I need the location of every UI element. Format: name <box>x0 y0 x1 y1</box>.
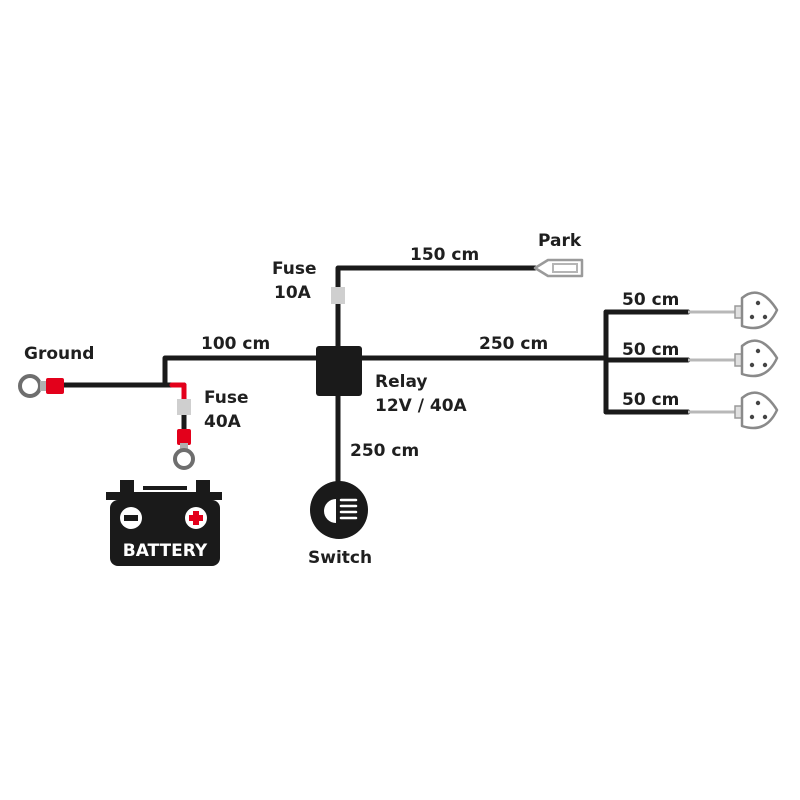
light-connector-3 <box>734 391 779 430</box>
relay-label-line1: Relay <box>375 372 427 392</box>
fuse-10a-label-line2: 10A <box>274 283 312 303</box>
length-150cm-label: 150 cm <box>410 245 479 265</box>
park-connector <box>533 258 584 278</box>
fuse-10a-label-line1: Fuse <box>272 259 317 279</box>
positive-wire-red <box>169 382 187 401</box>
park-label: Park <box>538 231 582 251</box>
switch-icon <box>310 481 368 539</box>
fuse-40a-label-line1: Fuse <box>204 388 249 408</box>
length-250cm-main-label: 250 cm <box>479 334 548 354</box>
fuse-40a <box>173 399 195 470</box>
park-wire-150cm <box>335 265 538 293</box>
labels: Ground Fuse 40A Fuse 10A 100 cm 150 cm 2… <box>24 231 679 568</box>
ground-ring-terminal <box>18 374 64 398</box>
ground-label: Ground <box>24 344 94 364</box>
light-length-label-2: 50 cm <box>622 340 679 360</box>
light-leads <box>688 310 738 414</box>
light-connector-2 <box>734 339 779 378</box>
length-100cm-label: 100 cm <box>201 334 270 354</box>
light-connector-1 <box>734 291 779 330</box>
battery-icon: BATTERY <box>106 480 222 566</box>
switch-label: Switch <box>308 548 372 568</box>
fuse-40a-label-line2: 40A <box>204 412 242 432</box>
relay-label-line2: 12V / 40A <box>375 396 468 416</box>
main-wire-100cm <box>162 355 321 388</box>
wires <box>59 265 691 485</box>
battery-label: BATTERY <box>123 541 208 561</box>
length-250cm-switch-label: 250 cm <box>350 441 419 461</box>
fuse-10a <box>331 287 345 304</box>
light-length-label-1: 50 cm <box>622 290 679 310</box>
light-length-label-3: 50 cm <box>622 390 679 410</box>
relay-box <box>316 346 362 396</box>
